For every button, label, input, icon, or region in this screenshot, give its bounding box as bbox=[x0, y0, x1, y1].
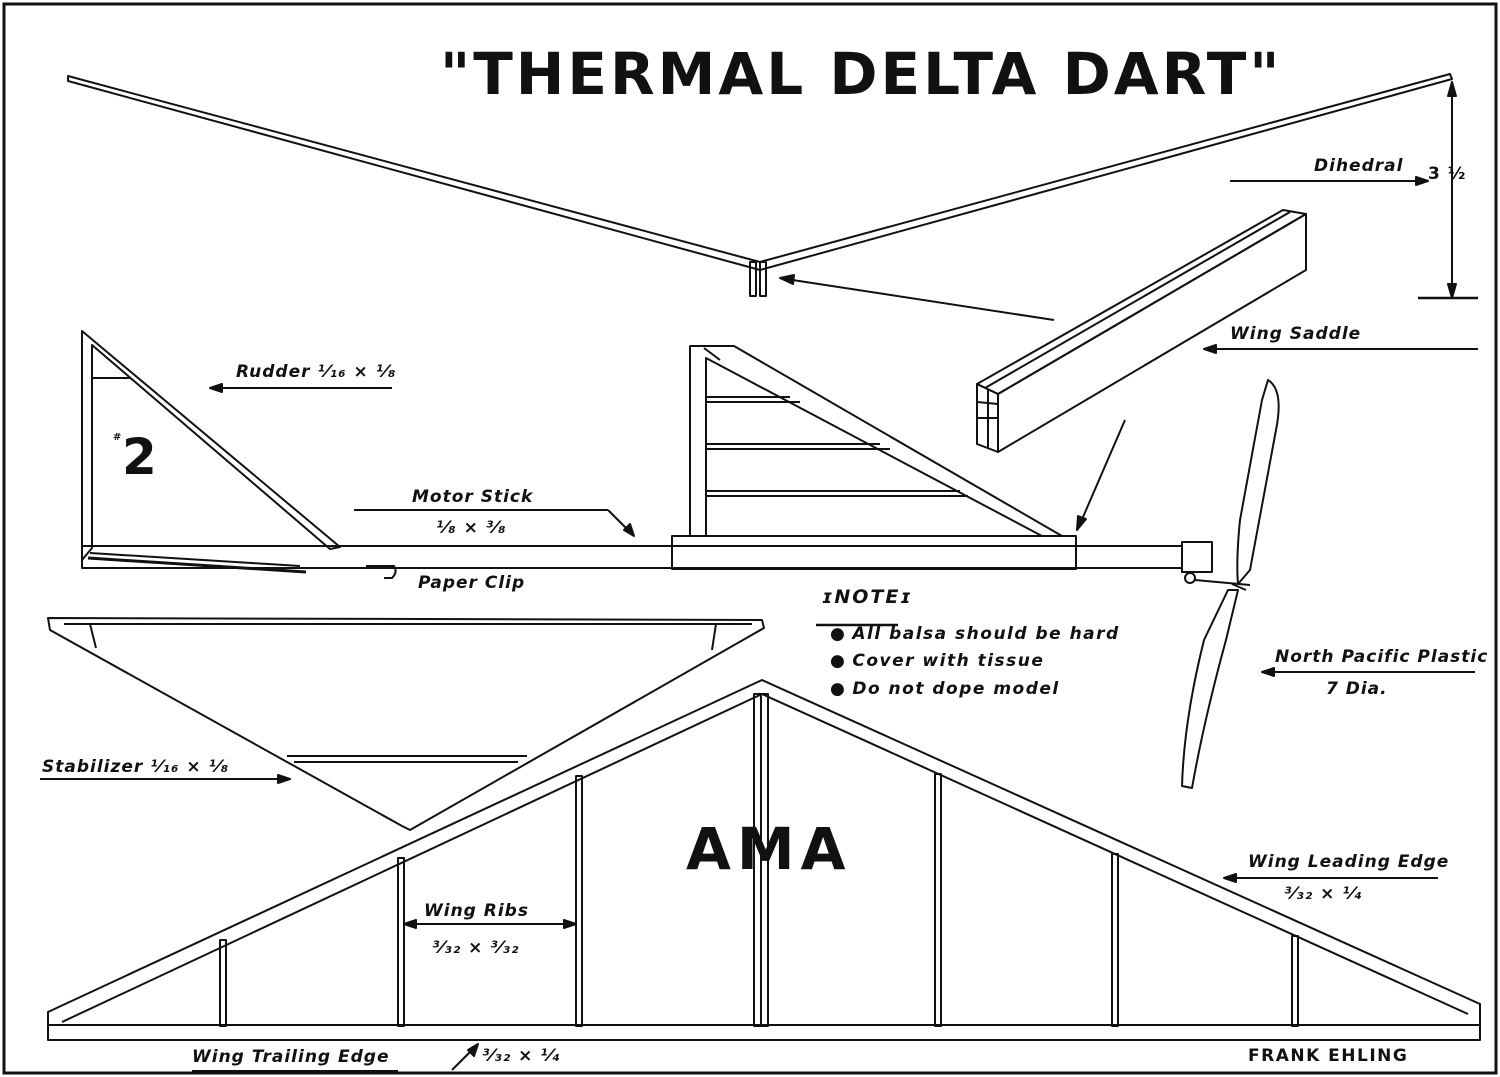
propeller-drawing bbox=[1181, 379, 1475, 789]
motor-stick-label: Motor Stick bbox=[412, 487, 534, 507]
note-heading-text: NOTE bbox=[834, 586, 901, 608]
note-heading: ɪNOTEɪ bbox=[822, 586, 913, 608]
wing-trailing-edge-label: Wing Trailing Edge bbox=[192, 1047, 390, 1067]
side-view-fuselage bbox=[81, 330, 1251, 586]
rudder-label: Rudder ¹⁄₁₆ × ¹⁄₈ bbox=[236, 362, 397, 382]
wing-leading-edge-label: Wing Leading Edge bbox=[1248, 852, 1450, 872]
wing-ribs-size: ³⁄₃₂ × ³⁄₃₂ bbox=[432, 938, 520, 958]
wing-saddle-drawing bbox=[779, 209, 1478, 531]
motor-stick-size: ¹⁄₈ × ³⁄₈ bbox=[436, 518, 507, 538]
note-item: ●Do not dope model bbox=[830, 679, 1060, 699]
note-item-text: Cover with tissue bbox=[852, 651, 1045, 671]
author-name: FRANK EHLING bbox=[1248, 1046, 1409, 1066]
dihedral-value: 3 ½ bbox=[1428, 164, 1467, 184]
front-view-wing bbox=[67, 73, 1453, 297]
badge-prefix: # bbox=[113, 432, 122, 443]
main-wing-drawing bbox=[47, 679, 1481, 1072]
center-mark: AMA bbox=[686, 815, 852, 883]
propeller-size: 7 Dia. bbox=[1326, 679, 1388, 699]
wing-trailing-edge-size: ³⁄₃₂ × ¹⁄₄ bbox=[482, 1046, 561, 1066]
paper-clip-label: Paper Clip bbox=[418, 573, 526, 593]
wing-ribs-label: Wing Ribs bbox=[424, 901, 529, 921]
dihedral-label: Dihedral bbox=[1314, 156, 1404, 176]
wing-leading-edge-size: ³⁄₃₂ × ¹⁄₄ bbox=[1284, 884, 1363, 904]
note-item: ●All balsa should be hard bbox=[830, 624, 1120, 644]
page-title: "THERMAL DELTA DART" bbox=[440, 40, 1283, 108]
stabilizer-label: Stabilizer ¹⁄₁₆ × ¹⁄₈ bbox=[42, 757, 230, 777]
dihedral-dimension bbox=[1230, 81, 1478, 300]
propeller-label: North Pacific Plastic bbox=[1275, 647, 1489, 667]
note-item-text: All balsa should be hard bbox=[852, 624, 1120, 644]
note-item: ●Cover with tissue bbox=[830, 651, 1045, 671]
stabilizer-drawing bbox=[40, 617, 765, 831]
wing-saddle-label: Wing Saddle bbox=[1230, 324, 1362, 344]
note-item-text: Do not dope model bbox=[852, 679, 1060, 699]
fin-drawing bbox=[689, 345, 1063, 537]
badge-number: 2 bbox=[122, 428, 157, 486]
